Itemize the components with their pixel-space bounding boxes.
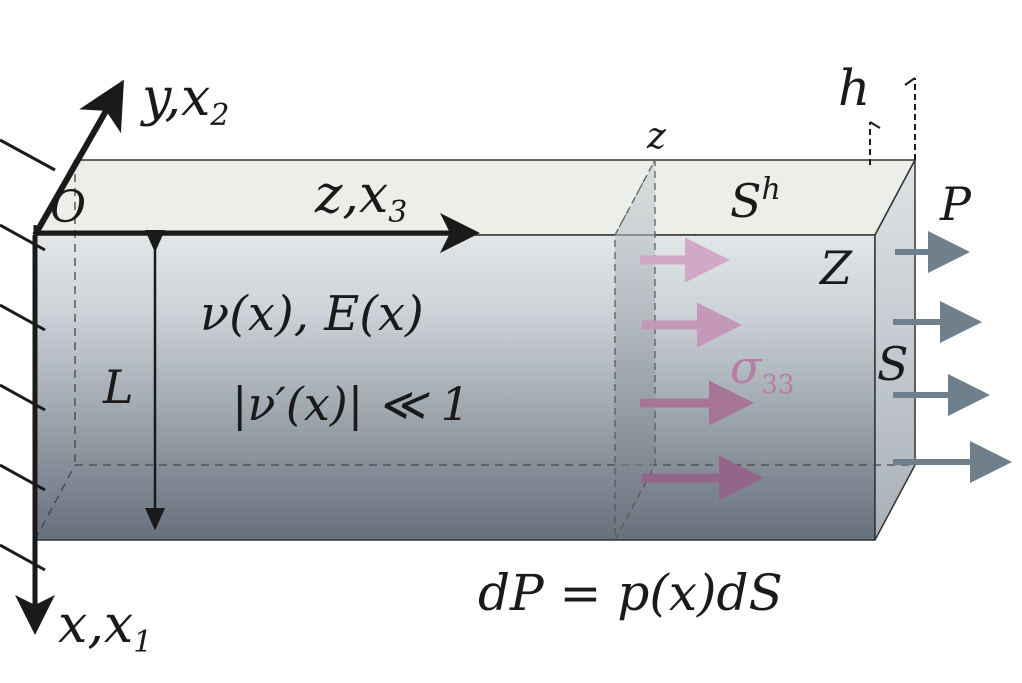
surface-sh-label: Sh xyxy=(730,172,781,228)
force-label: P xyxy=(939,177,972,231)
x-axis-label: x,x1 xyxy=(58,595,152,660)
stress-label: σ33 xyxy=(730,340,795,400)
thickness-dimension xyxy=(869,77,916,165)
thickness-label: h xyxy=(838,59,870,117)
origin-label: O xyxy=(50,182,86,233)
beam-top-face xyxy=(33,159,917,236)
end-z-label: Z xyxy=(818,241,853,295)
y-axis-arrow xyxy=(32,79,124,237)
y-axis-label: y,x2 xyxy=(140,68,229,133)
end-surface-label: S xyxy=(877,337,909,391)
formula-label: dP = p(x)dS xyxy=(478,564,783,622)
cross-section-plane xyxy=(614,159,656,541)
section-z-label: z xyxy=(646,116,667,157)
condition-label: |ν′(x)| ≪ 1 xyxy=(232,377,470,431)
stress-arrows xyxy=(640,237,764,501)
z-axis-label: z,x3 xyxy=(314,165,407,230)
hidden-edges xyxy=(34,160,915,541)
end-load-arrows xyxy=(893,231,1012,483)
material-label: ν(x), E(x) xyxy=(200,286,424,342)
length-label: L xyxy=(102,360,134,414)
